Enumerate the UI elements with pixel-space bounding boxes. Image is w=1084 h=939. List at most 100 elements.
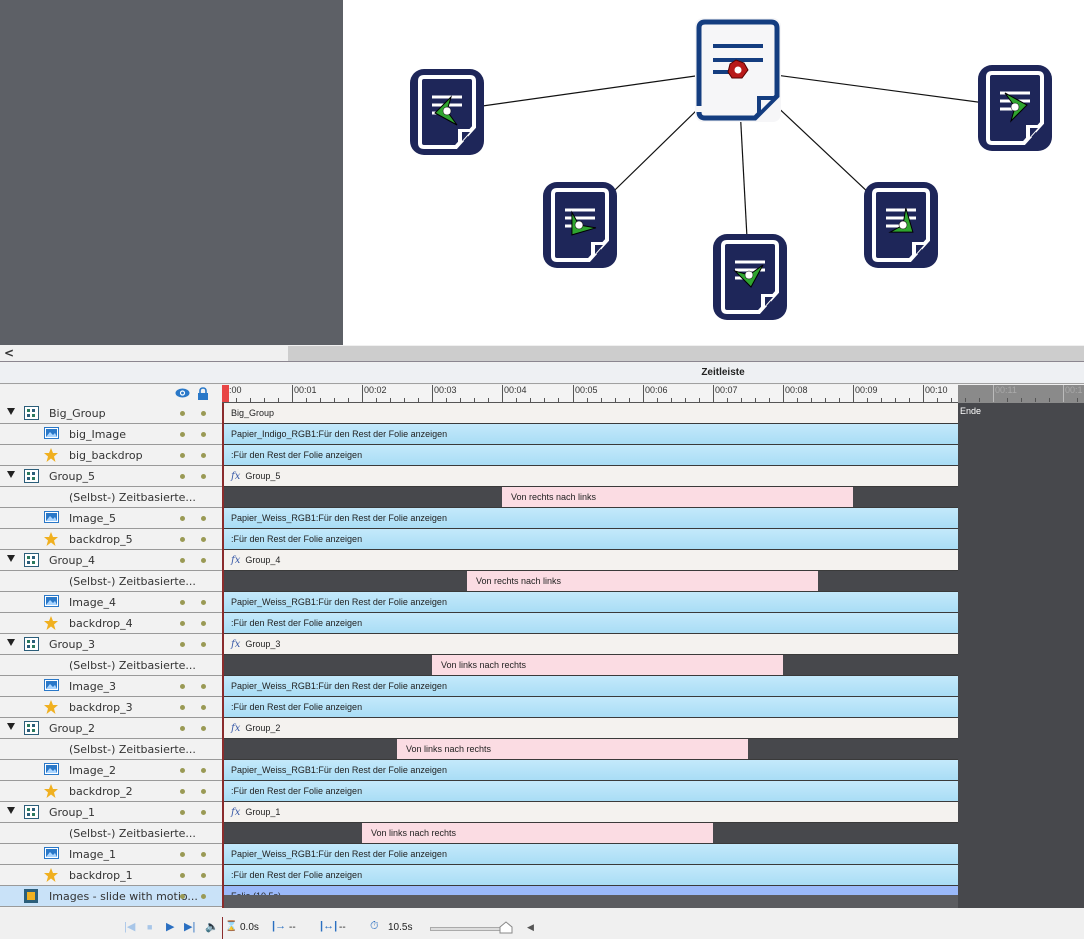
layer-row[interactable]: (Selbst-) Zeitbasierte... [0, 823, 222, 844]
timeline-bar-media[interactable]: Papier_Weiss_RGB1:Für den Rest der Folie… [222, 844, 958, 864]
layer-row[interactable]: Image_5 [0, 508, 222, 529]
timeline-bar-media[interactable]: Papier_Weiss_RGB1:Für den Rest der Folie… [222, 508, 958, 528]
visibility-toggle[interactable] [180, 642, 185, 647]
lock-toggle[interactable] [201, 411, 206, 416]
motion-origin-marker[interactable] [727, 59, 749, 79]
stage-horizontal-scrollbar[interactable]: < [0, 345, 1084, 362]
layer-row[interactable]: backdrop_4 [0, 613, 222, 634]
visibility-toggle[interactable] [180, 411, 185, 416]
layer-row[interactable]: Big_Group [0, 403, 222, 424]
timeline-bar-media[interactable]: :Für den Rest der Folie anzeigen [222, 697, 958, 717]
go-to-start-button[interactable]: |◀ [124, 921, 136, 933]
lock-toggle[interactable] [201, 894, 206, 899]
visibility-toggle[interactable] [180, 768, 185, 773]
expand-triangle-icon[interactable] [7, 555, 15, 562]
visibility-toggle[interactable] [180, 810, 185, 815]
expand-triangle-icon[interactable] [7, 471, 15, 478]
playhead-line[interactable] [222, 403, 224, 908]
playhead-handle[interactable] [222, 385, 229, 402]
layer-row[interactable]: Group_3 [0, 634, 222, 655]
layer-row[interactable]: big_Image [0, 424, 222, 445]
visibility-toggle[interactable] [180, 474, 185, 479]
lock-toggle[interactable] [201, 558, 206, 563]
visibility-toggle[interactable] [180, 600, 185, 605]
zoom-slider[interactable] [430, 927, 510, 931]
visibility-toggle[interactable] [180, 705, 185, 710]
visibility-toggle[interactable] [180, 789, 185, 794]
lock-toggle[interactable] [201, 705, 206, 710]
layer-row[interactable]: backdrop_5 [0, 529, 222, 550]
timeline-bar-anim[interactable]: Von rechts nach links [502, 487, 853, 507]
layer-row[interactable]: big_backdrop [0, 445, 222, 466]
layer-row[interactable]: Image_2 [0, 760, 222, 781]
timeline-bar-media[interactable]: :Für den Rest der Folie anzeigen [222, 781, 958, 801]
layer-row[interactable]: (Selbst-) Zeitbasierte... [0, 571, 222, 592]
go-to-end-button[interactable]: ▶| [184, 921, 196, 933]
lock-toggle[interactable] [201, 516, 206, 521]
zoom-out-arrow[interactable]: ◀ [527, 922, 534, 932]
timeline-bar-media[interactable]: Papier_Weiss_RGB1:Für den Rest der Folie… [222, 760, 958, 780]
lock-toggle[interactable] [201, 726, 206, 731]
lock-toggle[interactable] [201, 642, 206, 647]
play-button[interactable]: ▶ [166, 921, 175, 933]
visibility-toggle[interactable] [180, 621, 185, 626]
layer-row[interactable]: backdrop_1 [0, 865, 222, 886]
eye-icon[interactable] [175, 388, 190, 398]
lock-toggle[interactable] [201, 432, 206, 437]
expand-triangle-icon[interactable] [7, 807, 15, 814]
visibility-toggle[interactable] [180, 726, 185, 731]
scrollbar-thumb[interactable] [288, 346, 1084, 361]
visibility-toggle[interactable] [180, 453, 185, 458]
expand-triangle-icon[interactable] [7, 408, 15, 415]
expand-triangle-icon[interactable] [7, 723, 15, 730]
timeline-bar-media[interactable]: Papier_Weiss_RGB1:Für den Rest der Folie… [222, 592, 958, 612]
expand-triangle-icon[interactable] [7, 639, 15, 646]
lock-icon[interactable] [198, 387, 208, 400]
layer-row[interactable]: (Selbst-) Zeitbasierte... [0, 739, 222, 760]
lock-toggle[interactable] [201, 600, 206, 605]
layer-row[interactable]: (Selbst-) Zeitbasierte... [0, 655, 222, 676]
audio-icon[interactable]: 🔈 [205, 921, 219, 933]
stop-button[interactable]: ■ [147, 922, 153, 932]
timeline-scrollbar[interactable] [222, 895, 958, 908]
timeline-bar-media[interactable]: Papier_Weiss_RGB1:Für den Rest der Folie… [222, 676, 958, 696]
lock-toggle[interactable] [201, 621, 206, 626]
timeline-bar-group[interactable]: Big_Group [222, 403, 958, 423]
lock-toggle[interactable] [201, 789, 206, 794]
timeline-bar-media[interactable]: :Für den Rest der Folie anzeigen [222, 865, 958, 885]
timeline-bar-anim[interactable]: Von rechts nach links [467, 571, 818, 591]
lock-toggle[interactable] [201, 810, 206, 815]
layer-row[interactable]: Images - slide with motio... [0, 886, 222, 907]
timeline-bar-media[interactable]: :Für den Rest der Folie anzeigen [222, 445, 958, 465]
lock-toggle[interactable] [201, 768, 206, 773]
lock-toggle[interactable] [201, 852, 206, 857]
layer-row[interactable]: (Selbst-) Zeitbasierte... [0, 487, 222, 508]
scroll-left-arrow[interactable]: < [4, 346, 15, 360]
visibility-toggle[interactable] [180, 558, 185, 563]
visibility-toggle[interactable] [180, 873, 185, 878]
lock-toggle[interactable] [201, 537, 206, 542]
visibility-toggle[interactable] [180, 684, 185, 689]
lock-toggle[interactable] [201, 474, 206, 479]
zoom-slider-thumb[interactable] [499, 921, 513, 934]
visibility-toggle[interactable] [180, 894, 185, 899]
layer-row[interactable]: Group_1 [0, 802, 222, 823]
lock-toggle[interactable] [201, 873, 206, 878]
timeline-bar-media[interactable]: Papier_Indigo_RGB1:Für den Rest der Foli… [222, 424, 958, 444]
visibility-toggle[interactable] [180, 516, 185, 521]
layer-row[interactable]: Group_2 [0, 718, 222, 739]
timeline-bar-anim[interactable]: Von links nach rechts [362, 823, 713, 843]
layer-row[interactable]: Group_5 [0, 466, 222, 487]
visibility-toggle[interactable] [180, 432, 185, 437]
visibility-toggle[interactable] [180, 852, 185, 857]
timeline-bar-media[interactable]: :Für den Rest der Folie anzeigen [222, 529, 958, 549]
layer-row[interactable]: Image_3 [0, 676, 222, 697]
layer-row[interactable]: Group_4 [0, 550, 222, 571]
timeline-bar-anim[interactable]: Von links nach rechts [432, 655, 783, 675]
layer-row[interactable]: backdrop_2 [0, 781, 222, 802]
